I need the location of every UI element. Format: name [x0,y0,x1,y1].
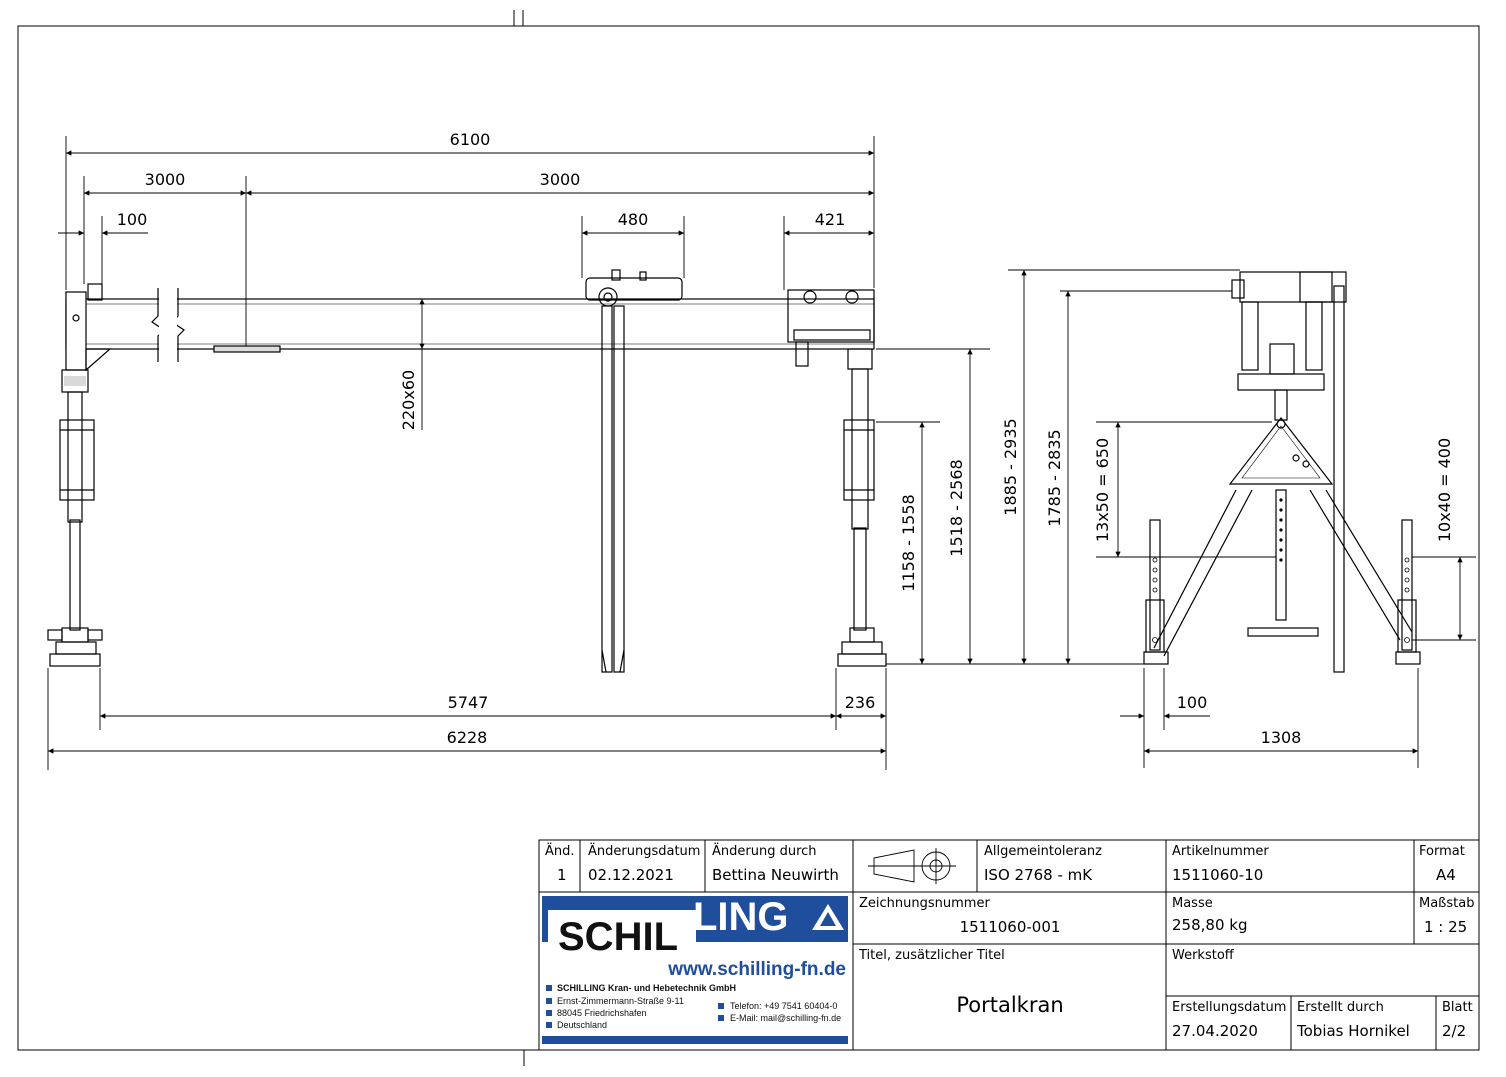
mass-value: 258,80 kg [1172,916,1247,934]
company-website[interactable]: www.schilling-fn.de [667,959,846,980]
dim-half-left: 3000 [145,170,186,189]
company-country: Deutschland [557,1020,607,1030]
side-view [1143,271,1421,673]
dim-side-offset: 100 [1177,693,1208,712]
title-block-text: Änd. 1 Änderungsdatum 02.12.2021 Änderun… [545,843,1474,1040]
rev-header: Änd. [545,843,575,859]
company-logo: SCHIL LING www.schilling-fn.de SCHILLING… [542,895,848,1044]
material-header: Werkstoff [1172,948,1235,963]
scale-value: 1 : 25 [1424,918,1467,936]
sheet-value: 2/2 [1442,1022,1466,1040]
drawing-no-value: 1511060-001 [960,918,1061,936]
company-city: 88045 Friedrichshafen [557,1008,647,1018]
dim-span-inner: 5747 [448,693,489,712]
drawing-no-header: Zeichnungsnummer [859,896,990,911]
logo-text-left: SCHIL [558,915,678,959]
mass-header: Masse [1172,896,1213,911]
changed-by-value: Bettina Neuwirth [712,866,839,884]
created-by-header: Erstellt durch [1297,1000,1384,1015]
article-value: 1511060-10 [1172,866,1263,884]
dim-span-total: 6228 [447,728,488,747]
dim-side-width: 1308 [1261,728,1302,747]
company-street: Ernst-Zimmermann-Straße 9-11 [557,996,684,1006]
dim-offset: 100 [117,210,148,229]
format-value: A4 [1436,866,1456,884]
article-header: Artikelnummer [1172,844,1269,859]
rev-value: 1 [557,866,567,884]
logo-text-right: LING [693,895,789,939]
created-date-value: 27.04.2020 [1172,1022,1258,1040]
dimension-labels: 6100 3000 3000 100 480 421 220x60 5747 2… [117,130,1454,747]
company-phone: Telefon: +49 7541 60404-0 [730,1001,837,1011]
scale-header: Maßstab [1419,896,1474,911]
title-block [538,839,1480,1051]
sheet-header: Blatt [1442,1000,1473,1015]
created-date-header: Erstellungsdatum [1172,1000,1286,1015]
tolerance-header: Allgemeintoleranz [984,844,1102,859]
dim-side-height: 1785 - 2835 [1045,429,1064,526]
dim-foot: 236 [845,693,876,712]
company-name: SCHILLING Kran- und Hebetechnik GmbH [557,983,736,993]
created-by-value: Tobias Hornikel [1296,1022,1410,1040]
change-date-header: Änderungsdatum [588,843,700,859]
front-view [47,269,887,673]
company-email[interactable]: E-Mail: mail@schilling-fn.de [730,1013,841,1023]
dim-total-length: 6100 [450,130,491,149]
dim-side-total: 1885 - 2935 [1001,418,1020,515]
dim-leg-inner: 1158 - 1558 [899,494,918,591]
dimension-lines [47,136,1476,770]
dim-half-right: 3000 [540,170,581,189]
title-value: Portalkran [956,993,1063,1017]
dim-leg-height: 1518 - 2568 [947,459,966,556]
changed-by-header: Änderung durch [712,843,817,859]
dim-trolley: 480 [618,210,649,229]
format-header: Format [1419,844,1465,859]
change-date-value: 02.12.2021 [588,866,674,884]
dim-beam-profile: 220x60 [399,370,418,430]
title-header: Titel, zusätzlicher Titel [858,948,1005,963]
dim-end-width: 421 [815,210,846,229]
projection-symbol-icon [868,848,956,884]
dim-holes-center: 13x50 = 650 [1093,438,1112,542]
dim-holes-outer: 10x40 = 400 [1435,438,1454,542]
tolerance-value: ISO 2768 - mK [984,866,1093,884]
